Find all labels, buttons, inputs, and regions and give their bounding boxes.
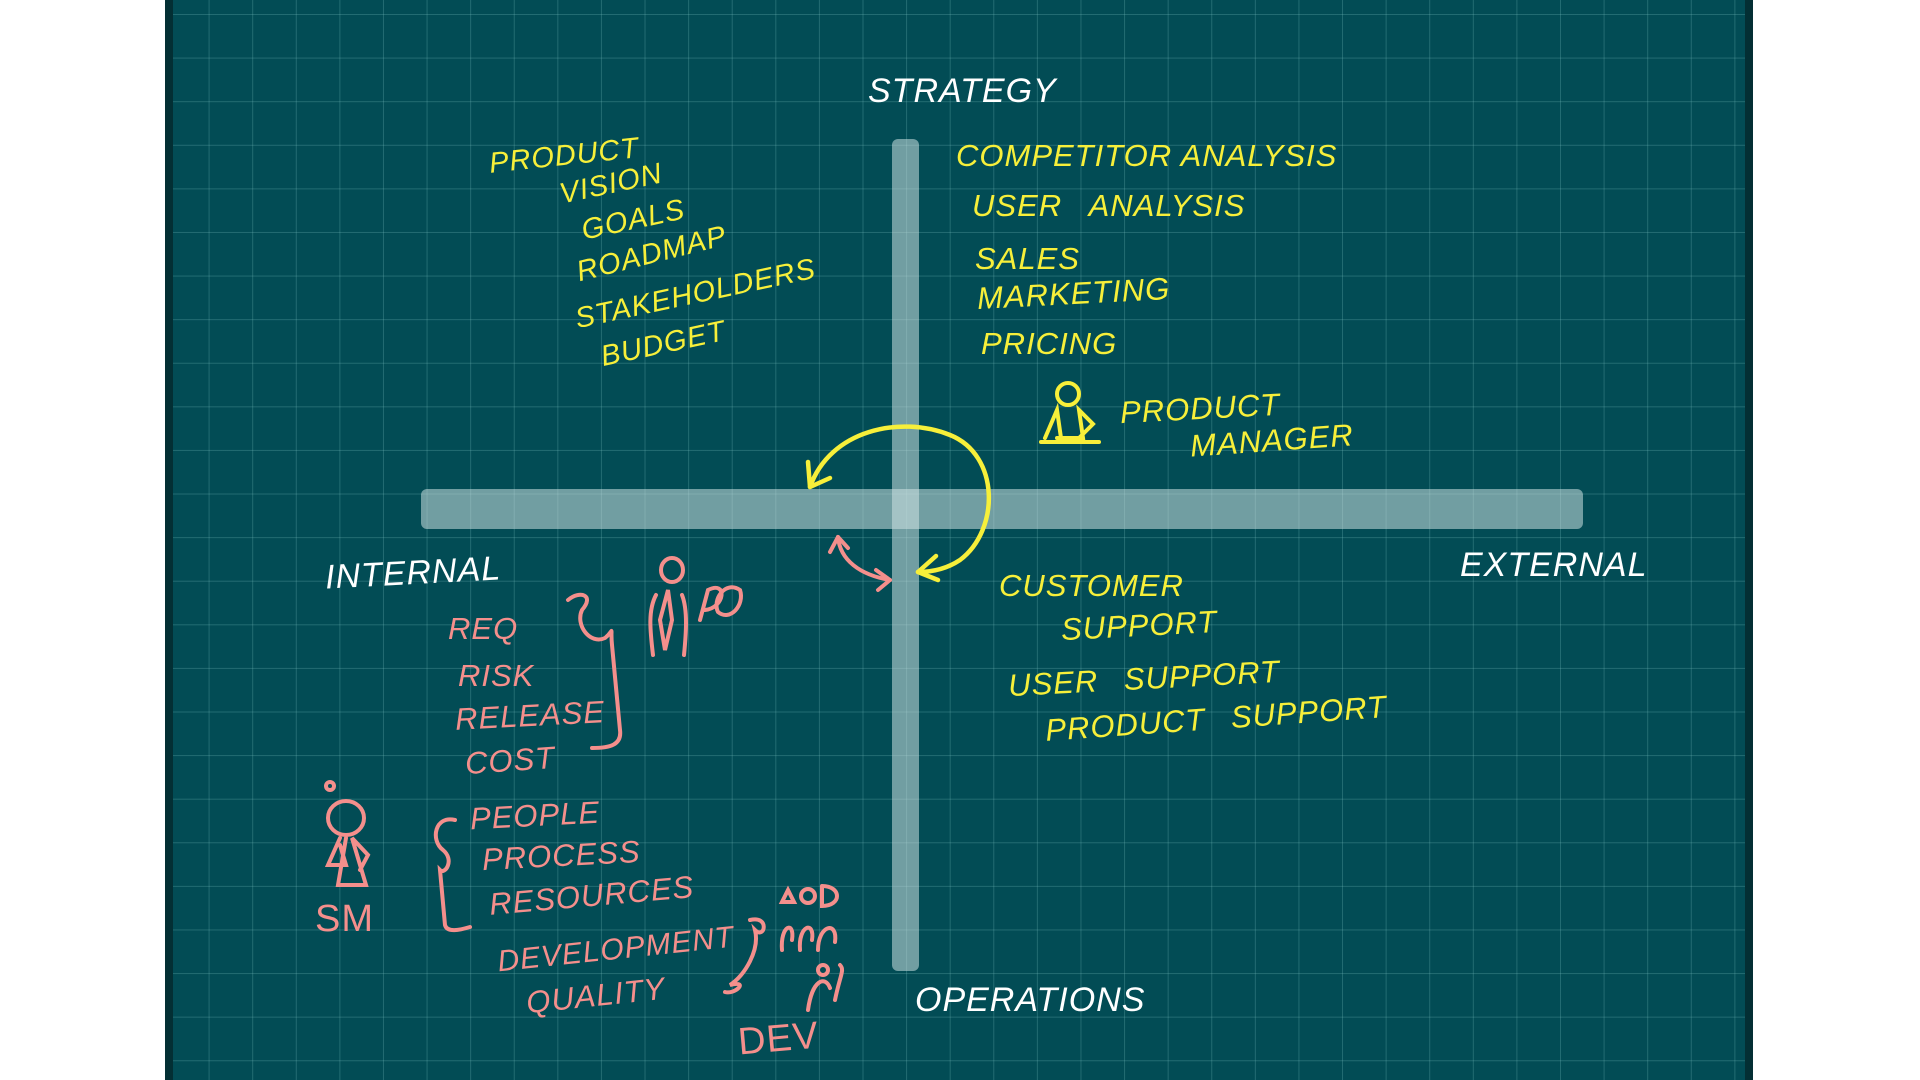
axis-label-operations: Operations — [915, 981, 1146, 1019]
vertical-axis — [892, 139, 919, 971]
note-pricing: Pricing — [981, 326, 1118, 361]
note-people: People — [469, 794, 601, 837]
scrum-master-role-label: SM — [315, 898, 374, 940]
product-manager-person-icon — [1039, 381, 1101, 444]
scrum-master-brace-icon — [433, 817, 472, 933]
note-risk: Risk — [458, 658, 535, 693]
note-req: Req — [448, 611, 519, 646]
horizontal-axis — [421, 489, 1583, 529]
note-support: Support — [1060, 603, 1219, 648]
whiteboard-canvas — [165, 0, 1753, 1080]
note-competitor-analysis: Competitor Analysis — [956, 138, 1338, 173]
dev-team-role-label: Dev — [736, 1014, 821, 1064]
note-user-analysis: User Analysis — [972, 188, 1246, 223]
note-process: Process — [481, 833, 642, 878]
axis-label-strategy: Strategy — [868, 72, 1057, 110]
dev-team-people-icon — [723, 884, 845, 1012]
note-customer: Customer — [999, 568, 1184, 603]
axis-label-external: External — [1460, 546, 1648, 584]
product-owner-brace-and-person-icon — [566, 556, 743, 750]
scrum-master-person-icon — [324, 780, 371, 887]
note-sales: Sales — [975, 241, 1080, 276]
note-cost: Cost — [463, 739, 557, 782]
